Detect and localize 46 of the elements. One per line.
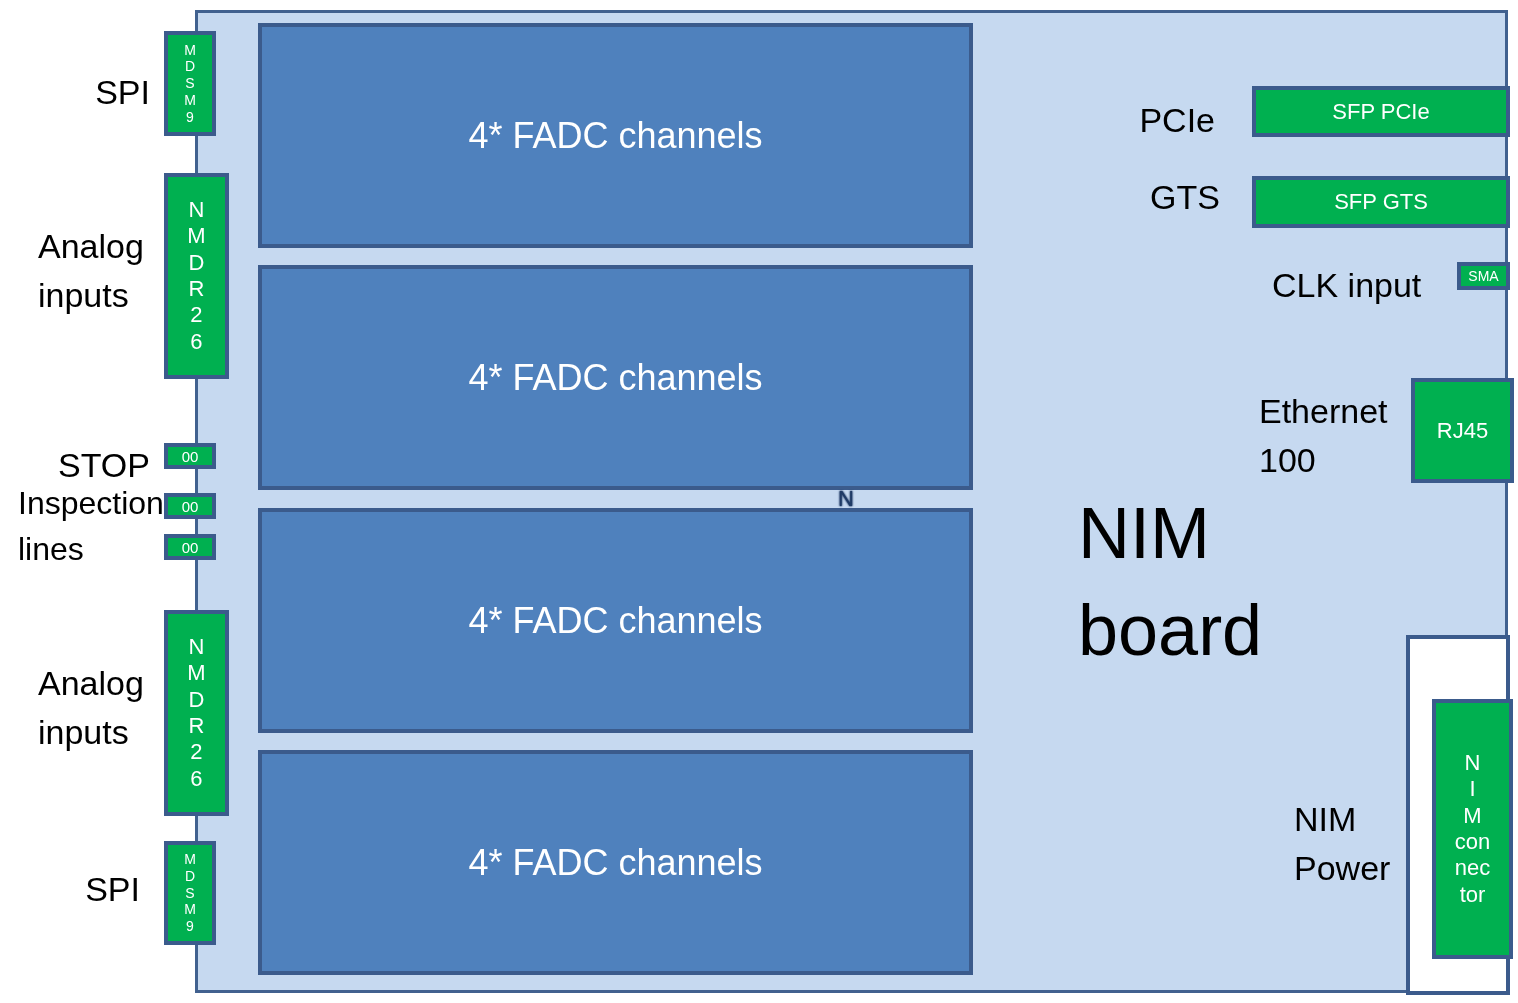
connector-caption: SPI bbox=[85, 870, 140, 908]
connector-caption: Analog inputs bbox=[38, 227, 144, 315]
connector-block bbox=[1457, 262, 1510, 290]
connector-block bbox=[1252, 176, 1510, 228]
connector-label: M D S M 9 bbox=[184, 41, 196, 126]
connector-block bbox=[164, 493, 216, 519]
connector-label: SFP GTS bbox=[1334, 189, 1428, 215]
fadc-block bbox=[258, 508, 973, 733]
connector-label: 00 bbox=[181, 447, 199, 465]
connector-label: SMA bbox=[1468, 268, 1499, 284]
fadc-block bbox=[258, 750, 973, 975]
connector-label: SFP PCIe bbox=[1332, 98, 1430, 125]
connector-caption: STOP bbox=[58, 446, 150, 484]
inspection-label: Inspection lines bbox=[18, 485, 164, 568]
fadc-block bbox=[258, 23, 973, 248]
connector-label: 00 bbox=[181, 497, 199, 515]
connector-caption: GTS bbox=[1150, 178, 1220, 216]
block-label: 4* FADC channels bbox=[468, 599, 763, 642]
connector-caption: Ethernet 100 bbox=[1259, 392, 1388, 480]
connector-label: RJ45 bbox=[1436, 417, 1489, 444]
connector-label: 00 bbox=[181, 538, 199, 556]
connector-caption: NIM Power bbox=[1294, 800, 1391, 888]
connector-block bbox=[164, 31, 216, 136]
connector-block bbox=[164, 534, 216, 560]
connector-label: M D S M 9 bbox=[184, 851, 196, 935]
connector-block bbox=[1432, 699, 1513, 959]
connector-block bbox=[1252, 86, 1510, 137]
board-title: NIM board bbox=[1078, 492, 1264, 673]
connector-caption: Analog inputs bbox=[38, 664, 144, 752]
block-label: 4* FADC channels bbox=[468, 356, 763, 399]
connector-label: N I M con nec tor bbox=[1454, 749, 1491, 909]
connector-frame bbox=[1406, 635, 1510, 995]
connector-label: N M D R 2 6 bbox=[187, 196, 206, 356]
connector-block bbox=[164, 173, 229, 379]
connector-block bbox=[164, 610, 229, 816]
connector-caption: PCIe bbox=[1139, 101, 1215, 139]
connector-caption: SPI bbox=[95, 73, 150, 111]
block-label: 4* FADC channels bbox=[468, 841, 763, 884]
connector-label: N M D R 2 6 bbox=[187, 633, 206, 793]
fadc-block bbox=[258, 265, 973, 490]
block-label: 4* FADC channels bbox=[468, 114, 763, 157]
connector-caption: CLK input bbox=[1272, 266, 1422, 304]
stray-letter: N bbox=[838, 486, 854, 511]
connector-block bbox=[1411, 378, 1514, 483]
connector-block bbox=[164, 443, 216, 469]
connector-block bbox=[164, 841, 216, 945]
